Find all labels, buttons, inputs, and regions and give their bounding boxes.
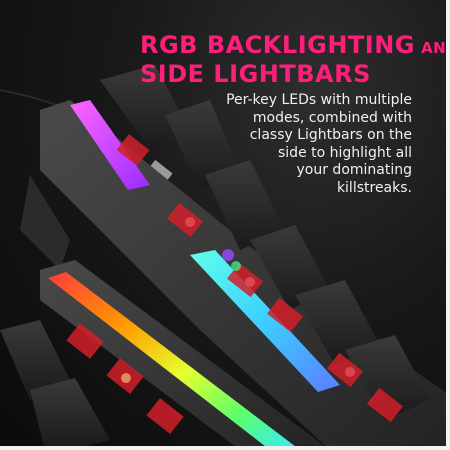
rainbow-lightbar <box>48 272 300 450</box>
headline-and: AND <box>421 39 450 57</box>
description-line: killstreaks. <box>336 179 412 196</box>
description-line: Per-key LEDs with multiple <box>226 92 412 108</box>
cyan-lightbar <box>190 250 340 392</box>
upper-keycaps <box>100 65 430 420</box>
description-line: classy Lightbars on the <box>249 127 412 143</box>
description-line: side to highlight all <box>278 144 412 161</box>
headline: RGB BACKLIGHTING AND SIDE LIGHTBARS <box>140 31 450 88</box>
headline-line2: SIDE LIGHTBARS <box>140 60 371 88</box>
frame-border-bottom <box>0 446 450 450</box>
frame-border-right <box>446 0 450 450</box>
red-switches-upper <box>116 134 403 423</box>
description-line: your dominating <box>296 162 413 178</box>
description-line: modes, combined with <box>252 109 412 126</box>
lower-keycaps <box>0 320 110 450</box>
headline-line1: RGB BACKLIGHTING <box>140 31 415 59</box>
pink-lightbar <box>70 100 150 190</box>
feature-description: Per-key LEDs with multiple modes, combin… <box>180 92 412 197</box>
